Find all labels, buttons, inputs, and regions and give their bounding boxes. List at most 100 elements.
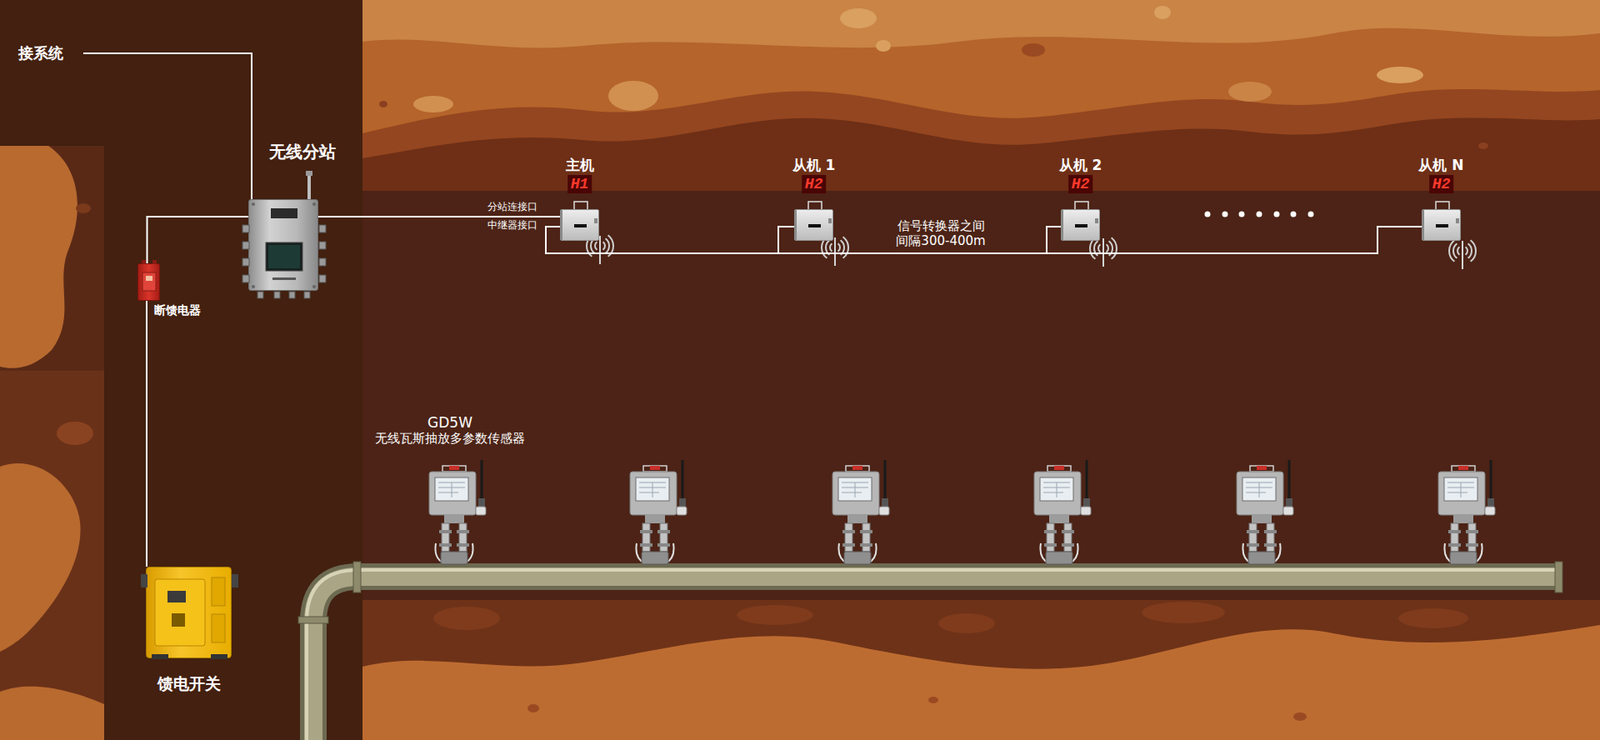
signal-converter: 主机H1 [560,209,600,241]
ellipsis-dots-circle-part [1239,211,1245,218]
converter-body [1422,210,1462,242]
led-display: H2 [1429,175,1455,194]
power-cutoff-relay-detail-rect-part [141,260,146,265]
converter-handle [1073,200,1090,210]
feeder-switch-detail-rect-part [167,590,186,603]
wireless-substation-detail-rect-part [289,291,295,299]
signal-converter: 从机 1H2 [794,209,834,241]
converter-body-rect-part [1455,218,1460,224]
left-rock-ellipse-part [56,421,94,445]
ellipsis-dots-circle-part [1290,211,1297,218]
top-rock-ellipse-part [1376,66,1424,84]
converter-handle-path-part [1075,201,1089,210]
bottom-rock-ellipse-part [736,605,814,625]
converter-handle [1434,200,1451,210]
feeder-switch-detail-rect-part [231,574,239,588]
gas-sensors-use-part [832,460,890,565]
spacing-note: 信号转换器之间 间隔300-400m [891,218,990,249]
converter-body-rect-part [808,224,821,228]
ellipsis-dots-circle-part [1274,211,1280,218]
top-rock-rect-part [362,0,1600,191]
top-rock-ellipse-part [1228,81,1272,102]
left-rock-ellipse-part [75,203,91,214]
wireless-substation-detail-rect-part [242,241,250,250]
feeder-switch-detail-rect-part [155,579,205,646]
top-rock-path-part [362,0,1600,48]
top-rock-path-part [362,118,1600,191]
bottom-rock-ellipse-part [1398,608,1469,629]
bottom-rock-ellipse-part [527,704,540,713]
ellipsis-dots-circle-part [1256,211,1263,218]
left-rock-rect-part [0,145,105,371]
converter-body-rect-part [828,218,832,224]
feeder-switch: 馈电开关 [145,566,232,659]
converter-body-rect-part [1075,224,1088,228]
power-cutoff-relay-detail-rect-part [145,275,153,281]
gas-sensors [429,460,1495,565]
node-heading: 从机 N [1418,156,1464,174]
gas-pipe-rect-part [298,616,329,624]
bottom-rock-ellipse-part [938,613,995,634]
sensor-name: 无线瓦斯抽放多参数传感器 [375,431,525,446]
left-rock [0,145,105,740]
bottom-rock [362,600,1600,740]
converter-body-rect-part [794,210,797,240]
connector-line [1046,226,1422,254]
wireless-substation-detail-circle-part [312,202,316,206]
power-cutoff-relay-detail-rect-part [142,272,156,291]
top-rock-ellipse-part [413,95,454,113]
top-rock-ellipse-part [875,40,891,52]
gas-sensors-use-part [1034,460,1091,565]
gas-sensors-use-part [630,460,687,565]
wireless-substation-detail [249,200,320,292]
wireless-substation-detail-rect-part [272,277,296,280]
ellipsis-dots [1205,211,1315,218]
left-rock-path-part [0,463,81,652]
wireless-icons-use-part [1090,237,1117,267]
connector-line [147,216,250,264]
wireless-substation-detail-rect-part [270,208,298,219]
converter-body [1061,210,1101,242]
station-antenna-rect-part [307,175,311,200]
ellipsis-dots-circle-part [1205,211,1211,218]
wireless-substation-detail-rect-part [319,258,326,266]
bottom-rock-ellipse-part [433,606,500,630]
gas-pipe [298,561,1563,740]
gas-pipe-rect-part [353,561,361,593]
wireless-substation-detail-rect-part [319,225,326,233]
bottom-rock-ellipse-part [1141,601,1225,624]
node-heading: 从机 1 [792,156,836,174]
wireless-substation-detail-rect-part [304,291,310,299]
left-rock-rect-part [0,370,105,740]
system-wire [83,53,252,200]
port-label: 分站连接口 [486,200,539,213]
top-rock-ellipse-part [840,8,877,29]
converter-body-rect-part [560,210,563,240]
led-display: H2 [801,175,827,194]
feeder-switch-detail-rect-part [210,654,228,660]
feeder-switch-detail-rect-part [211,577,225,606]
gas-pipe-path-part [313,576,1560,740]
gas-pipe-path-part [306,570,1560,740]
signal-converter: 从机 2H2 [1060,209,1100,241]
converter-body-rect-part [1421,210,1425,240]
bottom-rock-ellipse-part [1293,712,1307,721]
wireless-substation-detail-circle-part [251,202,255,206]
signal-converter: 从机 NH2 [1421,209,1461,241]
wireless-substation-detail-circle-part [251,285,255,289]
gas-pipe-rect-part [1555,561,1563,593]
connector-line [318,215,560,218]
ellipsis-dots-circle-part [1308,211,1315,218]
feeder-switch-detail-rect-part [140,574,148,588]
wireless-substation-detail-rect-part [242,275,250,283]
left-rock-path-part [0,686,105,740]
converter-handle-path-part [808,201,822,210]
feeder-switch-detail-rect-part [171,613,185,627]
converter-body-rect-part [1060,210,1064,240]
gas-sensors-use-part [1236,460,1294,565]
power-cutoff-relay-detail [138,264,161,302]
wireless-substation-detail-rect-part [257,291,264,299]
